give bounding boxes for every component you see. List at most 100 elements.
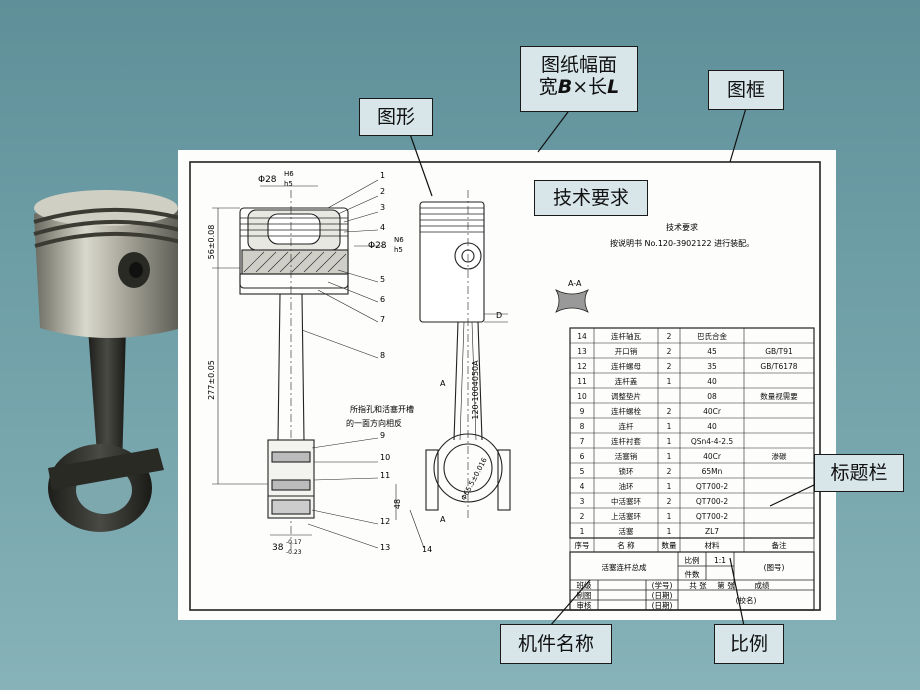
svg-text:活塞: 活塞: [619, 526, 634, 536]
svg-text:40Cr: 40Cr: [703, 452, 722, 461]
svg-text:调整垫片: 调整垫片: [611, 391, 641, 401]
svg-text:2: 2: [667, 467, 672, 476]
svg-text:A: A: [440, 379, 446, 388]
svg-text:40: 40: [707, 422, 717, 431]
svg-text:4: 4: [580, 482, 585, 491]
svg-text:序号: 序号: [575, 540, 590, 550]
svg-text:H6: H6: [284, 170, 294, 178]
dim-38: 38: [272, 543, 284, 553]
callout-tech-req: 技术要求: [534, 180, 648, 216]
tech-req-title: 技术要求: [666, 222, 698, 232]
svg-text:1: 1: [667, 437, 672, 446]
svg-text:5: 5: [380, 275, 385, 284]
svg-text:6: 6: [380, 295, 385, 304]
callout-paper-size: 图纸幅面 宽B×长L: [520, 46, 638, 112]
svg-text:连杆螺栓: 连杆螺栓: [611, 406, 641, 416]
svg-text:(校名): (校名): [736, 595, 757, 605]
svg-text:审核: 审核: [577, 600, 592, 610]
svg-text:35: 35: [707, 362, 717, 371]
svg-text:(学号): (学号): [652, 580, 673, 590]
svg-text:13: 13: [577, 347, 587, 356]
svg-text:数量视需要: 数量视需要: [760, 391, 798, 401]
piston-photo: [18, 178, 190, 548]
svg-text:油环: 油环: [619, 481, 634, 491]
title-block: [569, 551, 815, 611]
svg-text:(图号): (图号): [764, 563, 785, 572]
svg-text:QSn4-4-2.5: QSn4-4-2.5: [691, 437, 734, 446]
svg-text:巴氏合金: 巴氏合金: [697, 331, 727, 341]
svg-text:(日期): (日期): [652, 591, 673, 600]
svg-text:2: 2: [667, 407, 672, 416]
svg-text:共 张: 共 张: [689, 581, 707, 590]
svg-text:A: A: [440, 515, 446, 524]
svg-text:2: 2: [580, 512, 585, 521]
svg-text:名 称: 名 称: [617, 540, 635, 550]
svg-text:比例: 比例: [685, 555, 700, 565]
svg-text:6: 6: [580, 452, 585, 461]
svg-text:h5: h5: [394, 246, 403, 254]
svg-text:14: 14: [577, 332, 587, 341]
svg-text:3: 3: [580, 497, 585, 506]
section-view: [239, 190, 349, 550]
note-line-2: 的一面方向相反: [346, 418, 402, 428]
svg-text:开口销: 开口销: [615, 346, 638, 356]
svg-text:40: 40: [707, 377, 717, 386]
bom-header: 序号 名 称 数量 材料 备注: [575, 540, 787, 550]
svg-text:45: 45: [707, 347, 717, 356]
svg-text:8: 8: [580, 422, 585, 431]
svg-text:4: 4: [380, 223, 385, 232]
callout-part-name: 机件名称: [500, 624, 612, 664]
svg-text:1: 1: [667, 377, 672, 386]
svg-text:成绩: 成绩: [755, 580, 770, 590]
dim-phi28-n6: Φ28: [368, 241, 387, 251]
svg-text:3: 3: [380, 203, 385, 212]
title-part-name: 活塞连杆总成: [602, 562, 647, 572]
svg-text:1: 1: [580, 527, 585, 536]
svg-text:12: 12: [380, 517, 390, 526]
svg-text:第 张: 第 张: [717, 580, 735, 590]
svg-text:数量: 数量: [662, 540, 677, 550]
svg-text:7: 7: [580, 437, 585, 446]
tech-req-text: 按说明书 No.120-3902122 进行装配。: [610, 238, 754, 248]
callout-frame: 图框: [708, 70, 784, 110]
svg-text:-0.23: -0.23: [286, 549, 302, 556]
note-line-1: 所指孔和活塞开槽: [350, 404, 414, 414]
svg-text:5: 5: [580, 467, 585, 476]
svg-text:40Cr: 40Cr: [703, 407, 722, 416]
svg-text:14: 14: [422, 545, 432, 554]
svg-text:2: 2: [667, 497, 672, 506]
svg-text:1: 1: [380, 171, 385, 180]
section-a-a-shape: [554, 289, 590, 313]
svg-text:(日期): (日期): [652, 601, 673, 610]
callout-figure: 图形: [359, 98, 433, 136]
svg-text:-0.17: -0.17: [286, 539, 302, 546]
svg-text:12: 12: [577, 362, 587, 371]
svg-text:08: 08: [707, 392, 717, 401]
svg-text:13: 13: [380, 543, 390, 552]
technical-drawing: 56±0.08 277±0.05 48 Φ28 H6 h5 Φ28 N6 h5 …: [189, 161, 821, 611]
svg-text:2: 2: [667, 362, 672, 371]
svg-text:QT700-2: QT700-2: [696, 482, 729, 491]
svg-text:11: 11: [577, 377, 587, 386]
dim-48: 48: [393, 499, 402, 509]
drawing-frame: [189, 161, 821, 611]
svg-text:2: 2: [380, 187, 385, 196]
svg-text:10: 10: [577, 392, 587, 401]
svg-text:上活塞环: 上活塞环: [611, 511, 641, 521]
svg-text:连杆衬套: 连杆衬套: [611, 436, 641, 446]
svg-text:11: 11: [380, 471, 390, 480]
part-number: 120-1004050A: [471, 360, 480, 420]
svg-text:连杆盖: 连杆盖: [615, 376, 638, 386]
svg-text:1: 1: [667, 452, 672, 461]
svg-text:渗碳: 渗碳: [772, 451, 787, 461]
svg-text:8: 8: [380, 351, 385, 360]
drawing-sheet: 56±0.08 277±0.05 48 Φ28 H6 h5 Φ28 N6 h5 …: [178, 150, 836, 620]
svg-text:9: 9: [580, 407, 585, 416]
svg-text:N6: N6: [394, 236, 404, 244]
title-scale-value: 1:1: [714, 556, 726, 565]
dim-phi28-h6: Φ28: [258, 175, 277, 185]
svg-text:GB/T6178: GB/T6178: [760, 362, 797, 371]
svg-text:活塞销: 活塞销: [615, 451, 638, 461]
